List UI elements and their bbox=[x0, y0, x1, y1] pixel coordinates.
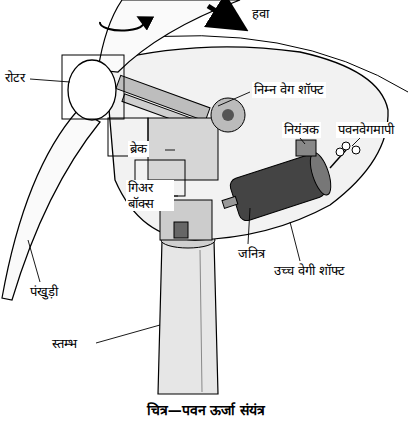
part-label: नियंत्रक bbox=[282, 122, 321, 138]
gearbox bbox=[148, 118, 218, 180]
part-label: रोटर bbox=[3, 70, 27, 86]
part-label: निम्न वेग शॉफ्ट bbox=[252, 82, 326, 98]
hub bbox=[68, 60, 116, 120]
nacelle bbox=[105, 47, 388, 240]
caption: चित्र—पवन ऊर्जा संयंत्र bbox=[0, 400, 412, 419]
part-label: स्तम्भ bbox=[50, 336, 79, 352]
part-label: पवनवेगमापी bbox=[336, 122, 396, 138]
part-label: गिअर बॉक्स bbox=[126, 180, 174, 211]
tower bbox=[158, 240, 218, 394]
part-label: पंखुड़ी bbox=[28, 284, 60, 300]
part-label: हवा bbox=[250, 6, 271, 22]
part-label: ब्रेक bbox=[128, 141, 149, 157]
leader-lines bbox=[28, 79, 360, 343]
wind-arrow bbox=[208, 6, 240, 26]
blade bbox=[98, 0, 240, 72]
part-label: जनित्र bbox=[236, 246, 267, 262]
part-label: उच्च वेगी शॉफ्ट bbox=[272, 263, 347, 279]
controller bbox=[296, 140, 316, 156]
blade bbox=[2, 110, 100, 300]
